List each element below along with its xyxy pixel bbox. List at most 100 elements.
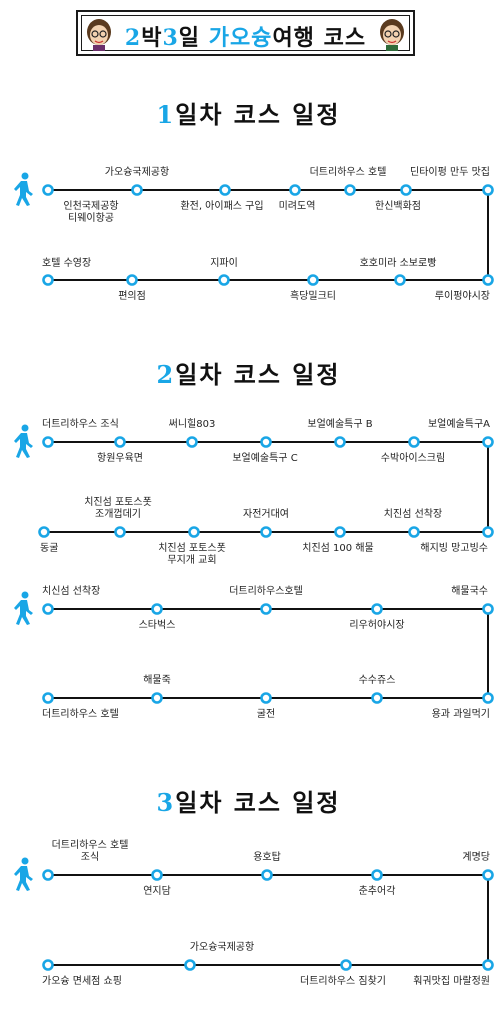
- day2-stop-label: 보얼예술특구 B: [307, 419, 373, 430]
- day1-node-a6: [400, 184, 412, 196]
- day2-node-b1: [38, 526, 50, 538]
- day3-stop-label: 더트리하우스 호텔: [51, 840, 129, 851]
- day2-node-c5: [482, 603, 494, 615]
- day2-stop-label: 해물국수: [451, 586, 488, 597]
- day3-number: 3: [156, 788, 176, 817]
- day3-title-text: 일차 코스 일정: [175, 788, 341, 817]
- day1-title-text: 일차 코스 일정: [175, 100, 341, 129]
- day2-stop-label: 더트리하우스 조식: [42, 419, 119, 430]
- day1-stop-label: 인천국제공항: [63, 201, 119, 212]
- day2-node-a3: [186, 436, 198, 448]
- day3-stop-label: 계명당: [462, 852, 490, 863]
- day2-number: 2: [156, 360, 176, 389]
- day2-stop-label: 치신섬 선착장: [42, 586, 101, 597]
- day3-node-b4: [482, 959, 494, 971]
- day1-node-b6: [482, 274, 494, 286]
- day2-node-a6: [408, 436, 420, 448]
- day1-stop-label: 한신백화점: [375, 201, 421, 212]
- day1-node-b3: [218, 274, 230, 286]
- day3-stop-label: 가오슝국제공항: [189, 942, 255, 953]
- day2-stop-label: 해지빙 망고빙수: [420, 543, 488, 554]
- day1-stop-label: 더트리하우스 호텔: [309, 167, 387, 178]
- day2-node-b5: [334, 526, 346, 538]
- day3-node-a2: [151, 869, 163, 881]
- day2-stop-label: 항원우육면: [97, 453, 143, 464]
- day2-stop-label: 해물죽: [143, 675, 171, 686]
- day1-node-b2: [126, 274, 138, 286]
- day1-node-a3: [219, 184, 231, 196]
- day3-stop-label: 더트리하우스 짐찾기: [300, 976, 386, 987]
- day2-stop-label: 무지개 교회: [167, 555, 217, 566]
- day1-stop-label: 흑당밀크티: [290, 291, 336, 302]
- day2-stop-label: 써니힐803: [168, 419, 216, 430]
- day3-node-b2: [184, 959, 196, 971]
- title-part-1: 박: [141, 25, 163, 51]
- day2-stop-label: 치진섬 100 해물: [302, 543, 374, 554]
- day1-node-b1: [42, 274, 54, 286]
- day2-stop-label: 굴전: [256, 709, 276, 720]
- day1-node-a1: [42, 184, 54, 196]
- day1-stop-label: 가오슝국제공항: [104, 167, 170, 178]
- day3-node-b3: [340, 959, 352, 971]
- day2-stop-label: 동굴: [40, 543, 59, 554]
- day2-title: 2일차 코스 일정: [0, 355, 497, 390]
- title-num-1: 2: [124, 25, 142, 51]
- day3-node-b1: [42, 959, 54, 971]
- day2-stop-label: 수수쥬스: [358, 675, 396, 686]
- day2-node-b2: [114, 526, 126, 538]
- day2-stop-label: 수박아이스크림: [380, 453, 446, 464]
- walking-person-icon-day2-lower: [14, 591, 33, 625]
- title-num-2: 3: [162, 25, 179, 51]
- day1-number: 1: [156, 100, 176, 129]
- title-box-inner-border: [81, 15, 410, 51]
- day3-title: 3일차 코스 일정: [0, 783, 497, 818]
- day2-node-d1: [42, 692, 54, 704]
- day2-node-b4: [260, 526, 272, 538]
- day1-stop-label: 호호미라 소보로빵: [359, 258, 437, 269]
- day2-node-d4: [371, 692, 383, 704]
- day2-node-d5: [482, 692, 494, 704]
- day1-stop-label: 편의점: [118, 291, 146, 302]
- day1-stop-label: 호텔 수영장: [42, 258, 92, 269]
- day2-stop-label: 리우허야시장: [349, 620, 405, 631]
- day2-title-text: 일차 코스 일정: [175, 360, 341, 389]
- day2-stop-label: 보얼예술특구A: [427, 419, 490, 430]
- walking-person-icon-day2-upper: [14, 424, 33, 458]
- day3-node-a3: [261, 869, 273, 881]
- day1-stop-label: 지파이: [210, 258, 238, 269]
- day1-stop-label: 환전, 아이패스 구입: [180, 201, 264, 212]
- cartoon-face-icon-left: [87, 19, 111, 51]
- day2-node-c3: [260, 603, 272, 615]
- day2-stop-label: 치진섬 포토스폿: [158, 543, 226, 554]
- day2-node-c4: [371, 603, 383, 615]
- day1-stop-label: 딘타이펑 만두 맛집: [410, 167, 490, 178]
- day1-node-a5: [344, 184, 356, 196]
- walking-person-icon-day1: [14, 172, 33, 206]
- day2-node-a4: [260, 436, 272, 448]
- day2-stop-label: 더트리하우스 호텔: [42, 709, 119, 720]
- day2-stop-label: 보얼예술특구 C: [232, 453, 298, 464]
- day3-route-line: [48, 874, 489, 966]
- title-accent: 가오슝: [208, 25, 273, 51]
- title-part-3: 여행 코스: [272, 25, 367, 51]
- day1-node-b5: [394, 274, 406, 286]
- day1-node-a7: [482, 184, 494, 196]
- day3-stop-label: 훠궈맛집 마랄정원: [413, 976, 490, 987]
- day3-stop-label: 가오슝 면세점 쇼핑: [42, 976, 122, 987]
- day2-node-a2: [114, 436, 126, 448]
- day2-route-line-lower: [48, 608, 489, 699]
- day3-node-a1: [42, 869, 54, 881]
- day3-node-a4: [371, 869, 383, 881]
- day1-node-a4: [289, 184, 301, 196]
- day1-node-a2: [131, 184, 143, 196]
- day2-node-a1: [42, 436, 54, 448]
- day2-node-d3: [260, 692, 272, 704]
- cartoon-face-icon-right: [380, 19, 404, 51]
- day3-node-a5: [482, 869, 494, 881]
- day2-stop-label: 스타벅스: [138, 620, 176, 631]
- day1-stop-label: 미려도역: [278, 201, 316, 212]
- day2-stop-label: 자전거대여: [243, 509, 289, 520]
- day1-title: 1일차 코스 일정: [0, 95, 497, 130]
- day1-route-line: [48, 189, 489, 281]
- day3-stop-label: 연지담: [143, 886, 171, 897]
